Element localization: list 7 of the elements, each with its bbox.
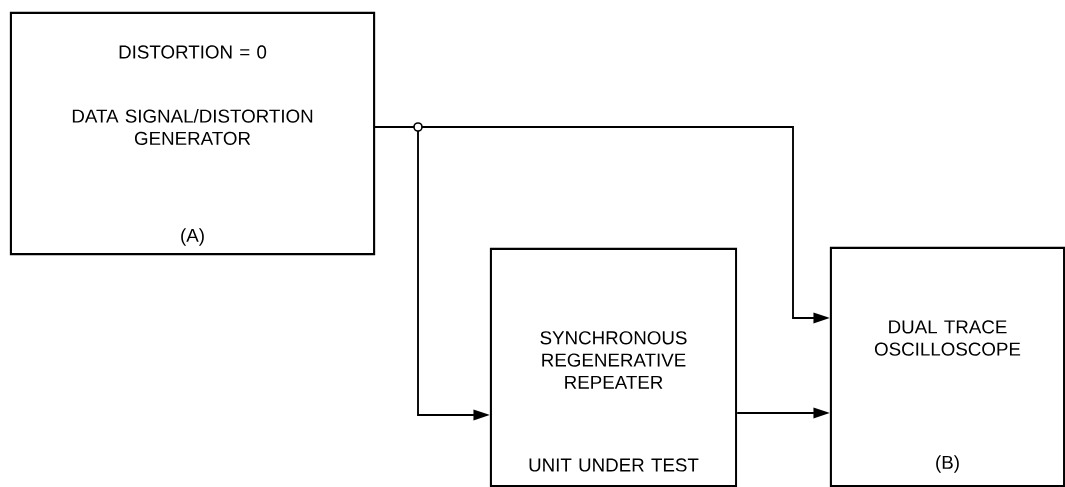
box-label: UNIT UNDER TEST xyxy=(529,458,699,472)
box-label: (A) xyxy=(181,228,204,246)
box-text: DISTORTION = 0 xyxy=(119,45,267,59)
box-text: DUAL TRACE OSCILLOSCOPE xyxy=(874,320,1021,356)
box-label: (B) xyxy=(936,455,959,473)
box-text: SYNCHRONOUS REGENERATIVE REPEATER xyxy=(540,331,687,389)
box-text: DATA SIGNAL/DISTORTION GENERATOR xyxy=(72,109,313,145)
